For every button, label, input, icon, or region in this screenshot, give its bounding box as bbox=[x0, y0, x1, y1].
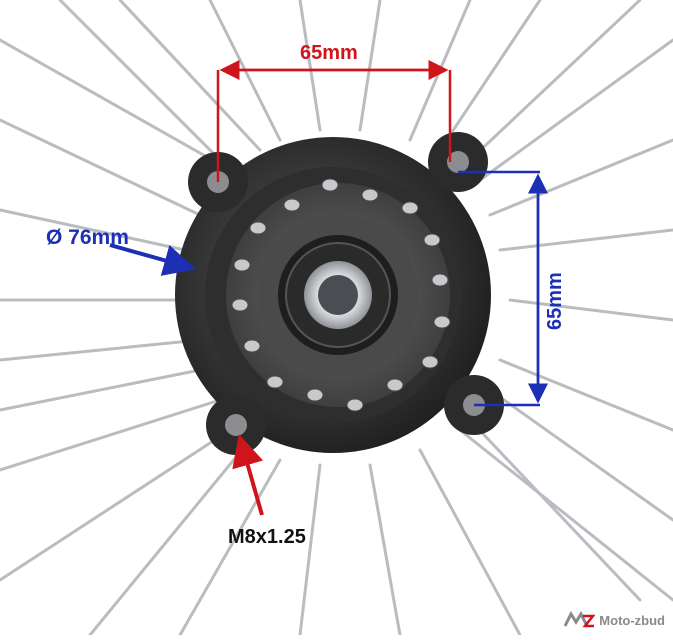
top-dimension-label: 65mm bbox=[300, 42, 358, 64]
right-dimension-label: 65mm bbox=[544, 272, 566, 330]
spoke-holes bbox=[231, 178, 451, 412]
moto-logo-icon bbox=[563, 611, 596, 628]
right-dimension-marker bbox=[458, 170, 548, 407]
bearing bbox=[258, 215, 418, 375]
diameter-label: Ø 76mm bbox=[46, 226, 129, 249]
diameter-arrow bbox=[109, 243, 196, 276]
thread-label: M8x1.25 bbox=[228, 526, 306, 548]
thread-arrow bbox=[232, 434, 264, 516]
watermark: Moto-zbud bbox=[563, 611, 665, 629]
top-dimension-marker bbox=[216, 60, 452, 182]
watermark-text: Moto-zbud bbox=[599, 612, 665, 628]
